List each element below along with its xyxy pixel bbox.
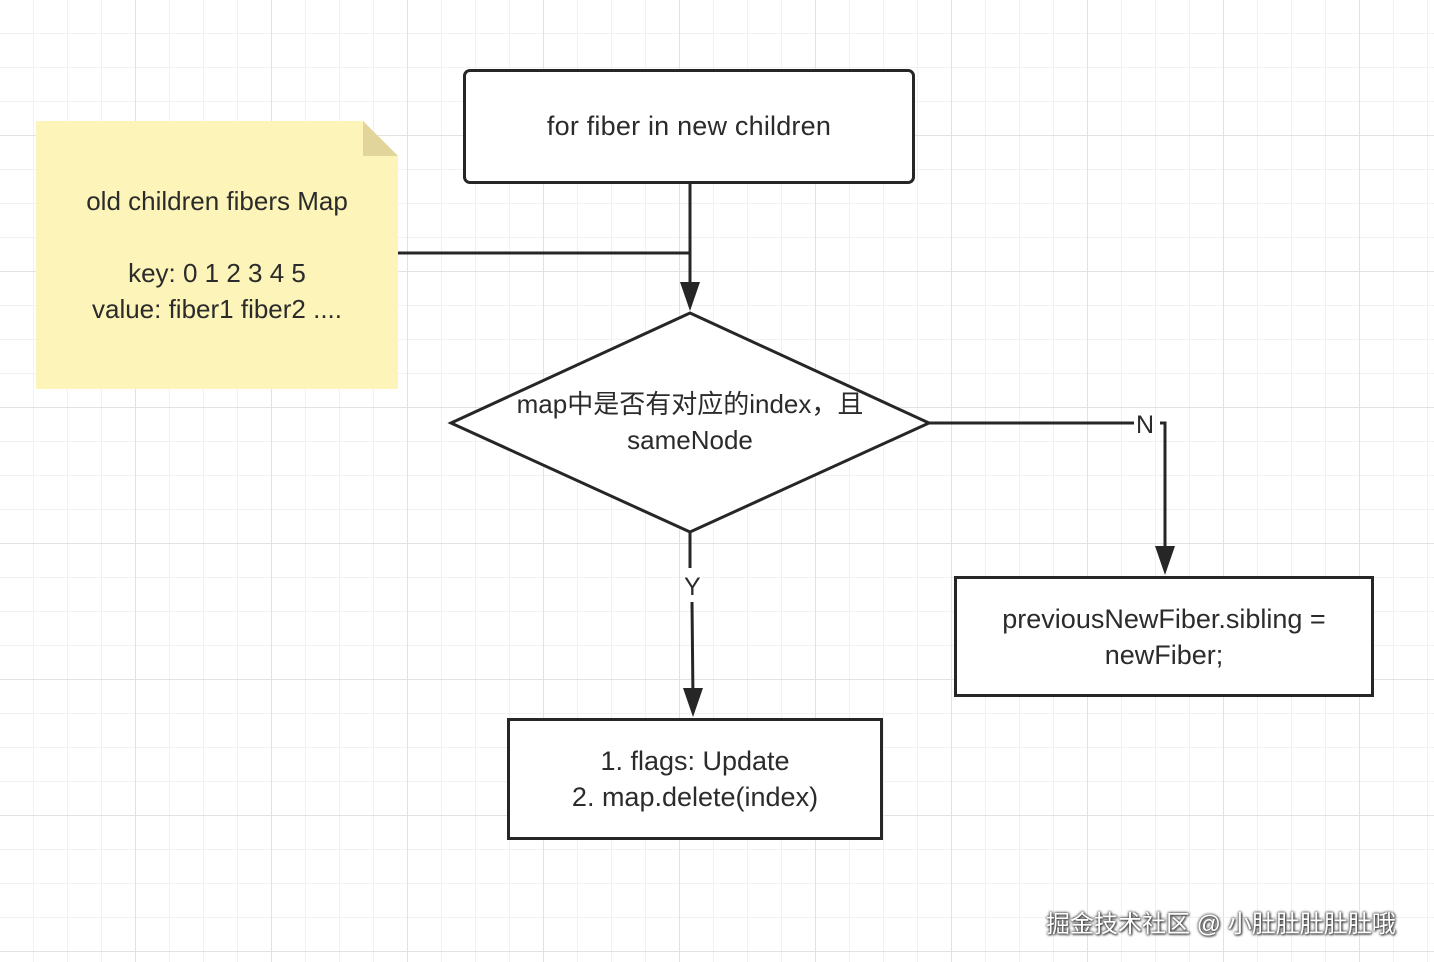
note-title: old children fibers Map — [86, 186, 348, 216]
watermark: 掘金技术社区 @ 小肚肚肚肚肚哦 — [1046, 911, 1396, 938]
update-box: 1. flags: Update 2. map.delete(index) — [507, 718, 883, 840]
decision-line-2: sameNode — [627, 425, 753, 455]
edge-decision-to-update — [688, 532, 695, 701]
sibling-line-2: newFiber; — [1104, 639, 1224, 670]
sibling-box: previousNewFiber.sibling = newFiber; — [954, 576, 1374, 697]
arrow-head-no — [1155, 546, 1175, 575]
note-value-line: value: fiber1 fiber2 .... — [91, 294, 343, 324]
start-loop-box: for fiber in new children — [463, 69, 915, 184]
arrow-head-yes — [683, 688, 703, 717]
update-line-2: 2. map.delete(index) — [571, 782, 819, 812]
update-line-1: 1. flags: Update — [600, 746, 790, 776]
sibling-line-1: previousNewFiber.sibling = — [1002, 603, 1326, 634]
start-loop-text: for fiber in new children — [546, 111, 832, 141]
note-key-line: key: 0 1 2 3 4 5 — [128, 258, 306, 288]
decision-label: map中是否有对应的index，且 sameNode — [470, 386, 910, 458]
edge-decision-to-sibling — [929, 421, 1167, 558]
decision-line-1: map中是否有对应的index，且 — [516, 389, 864, 419]
yes-label: Y — [683, 573, 702, 601]
old-children-map-note: old children fibers Map key: 0 1 2 3 4 5… — [36, 121, 398, 389]
arrow-head-start — [680, 282, 700, 311]
no-label: N — [1135, 411, 1156, 439]
